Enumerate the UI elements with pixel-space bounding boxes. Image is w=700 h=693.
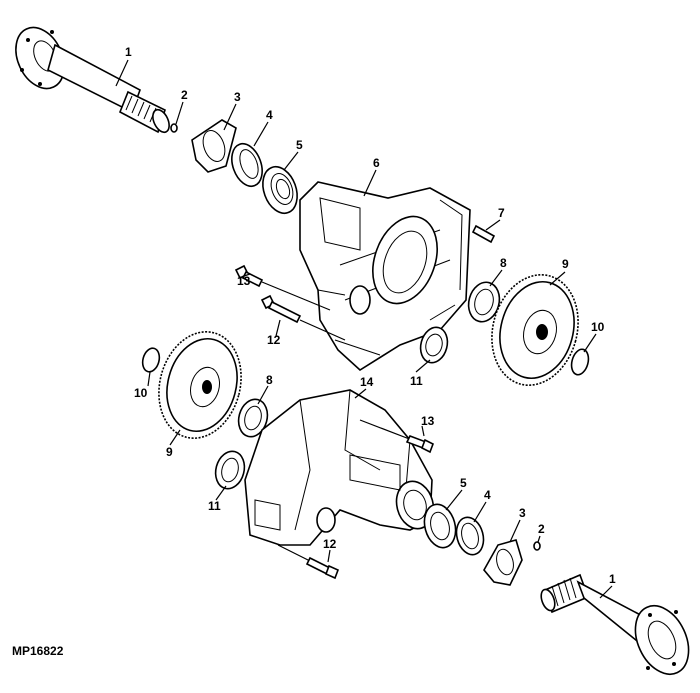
- callout-bottom-seal: 4: [484, 488, 491, 502]
- callout-top-plate: 3: [234, 90, 241, 104]
- callout-top-pin: 2: [181, 88, 188, 102]
- bearing-upper-bottom: [237, 398, 269, 438]
- callout-bottom-bearing-lower: 11: [208, 499, 221, 513]
- seal-top: [231, 142, 263, 188]
- callout-bottom-axle: 1: [609, 572, 616, 586]
- callout-bottom-gear: 9: [166, 445, 173, 459]
- callout-bottom-bolt-short: 13: [421, 414, 435, 428]
- housing-bottom: [244, 389, 435, 546]
- seal-bottom: [455, 516, 485, 556]
- figure-id: MP16822: [12, 644, 64, 658]
- callout-bottom-ring: 10: [134, 386, 148, 400]
- pin-top: [170, 123, 178, 133]
- bolt-short-bottom: [359, 419, 435, 454]
- callout-top-bearing-left: 11: [410, 374, 423, 388]
- callout-top-dowel: 7: [498, 206, 505, 220]
- bolt-long-top: [260, 294, 346, 341]
- callout-top-ring: 10: [591, 320, 605, 334]
- gear-left-bottom: [158, 331, 242, 439]
- leader-lines: [115, 59, 613, 599]
- callout-top-bearing: 5: [296, 138, 303, 152]
- axle-top: [15, 26, 170, 134]
- callout-top-gear: 9: [562, 257, 569, 271]
- bearing-left-top: [419, 326, 449, 364]
- callout-top-bolt-short: 13: [237, 274, 251, 288]
- callout-bottom-bearing-upper: 8: [266, 373, 273, 387]
- dowel-top: [471, 224, 496, 244]
- callout-bottom-bearing-right: 5: [460, 476, 467, 490]
- callout-top-seal: 4: [266, 108, 273, 122]
- pin-bottom: [533, 541, 541, 551]
- gear-right-top: [491, 274, 579, 386]
- housing-top: [299, 181, 471, 371]
- callout-bottom-pin: 2: [538, 522, 545, 536]
- callout-bottom-bolt-long: 12: [323, 537, 337, 551]
- axle-bottom: [540, 573, 690, 675]
- callout-top-housing: 6: [373, 156, 380, 170]
- bearing-right-bottom: [423, 503, 457, 549]
- callout-bottom-plate: 3: [519, 506, 526, 520]
- bearing-lower-bottom: [214, 450, 246, 490]
- bearing-top: [262, 165, 298, 215]
- callout-top-bolt-long: 12: [267, 333, 281, 347]
- ring-left-bottom: [141, 347, 161, 373]
- plate-bottom: [483, 539, 523, 586]
- callout-top-bearing-right: 8: [500, 256, 507, 270]
- callout-top-axle: 1: [125, 45, 132, 59]
- bolt-long-bottom: [277, 544, 340, 580]
- ring-right-top: [570, 348, 590, 376]
- callout-bottom-housing: 14: [360, 375, 374, 389]
- bolt-short-top: [234, 264, 331, 311]
- plate-top: [191, 119, 237, 173]
